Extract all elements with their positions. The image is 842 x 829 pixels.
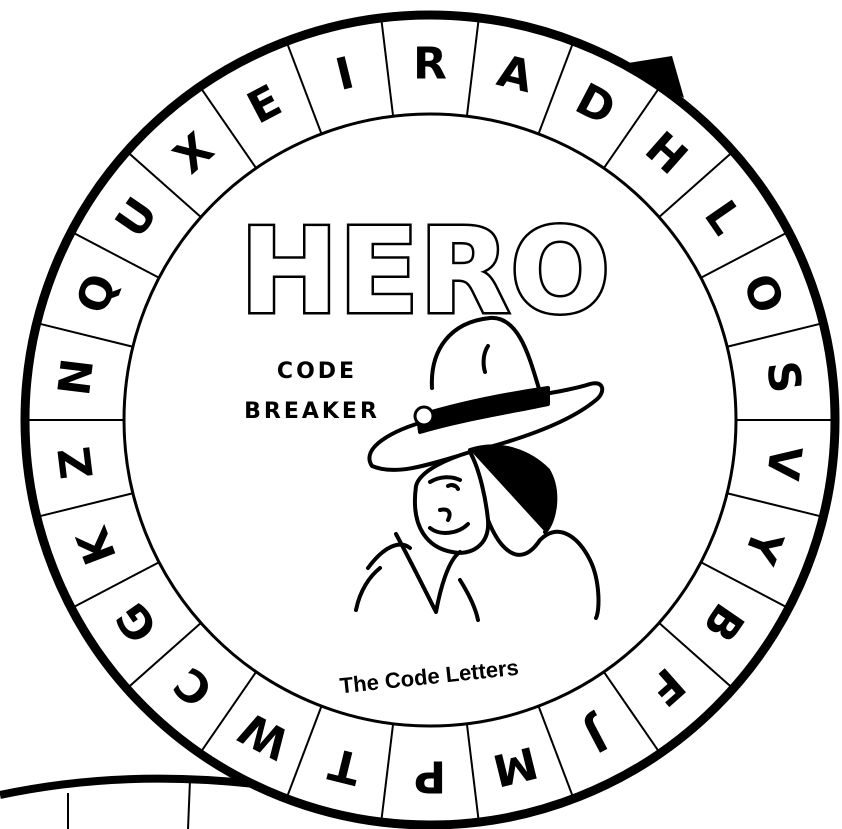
- ring-letter-s[interactable]: S: [756, 358, 810, 396]
- ring-letter-p[interactable]: P: [414, 751, 446, 802]
- wheel-title: HERO: [240, 202, 611, 340]
- ring-letter-z[interactable]: Z: [49, 444, 103, 482]
- subtitle-code: CODE: [277, 359, 357, 384]
- subtitle-breaker: BREAKER: [244, 399, 380, 424]
- ring-letter-n[interactable]: N: [49, 356, 104, 399]
- ring-letter-r[interactable]: R: [413, 39, 447, 90]
- ring-letter-v[interactable]: V: [756, 443, 811, 483]
- center-pivot[interactable]: [415, 407, 433, 425]
